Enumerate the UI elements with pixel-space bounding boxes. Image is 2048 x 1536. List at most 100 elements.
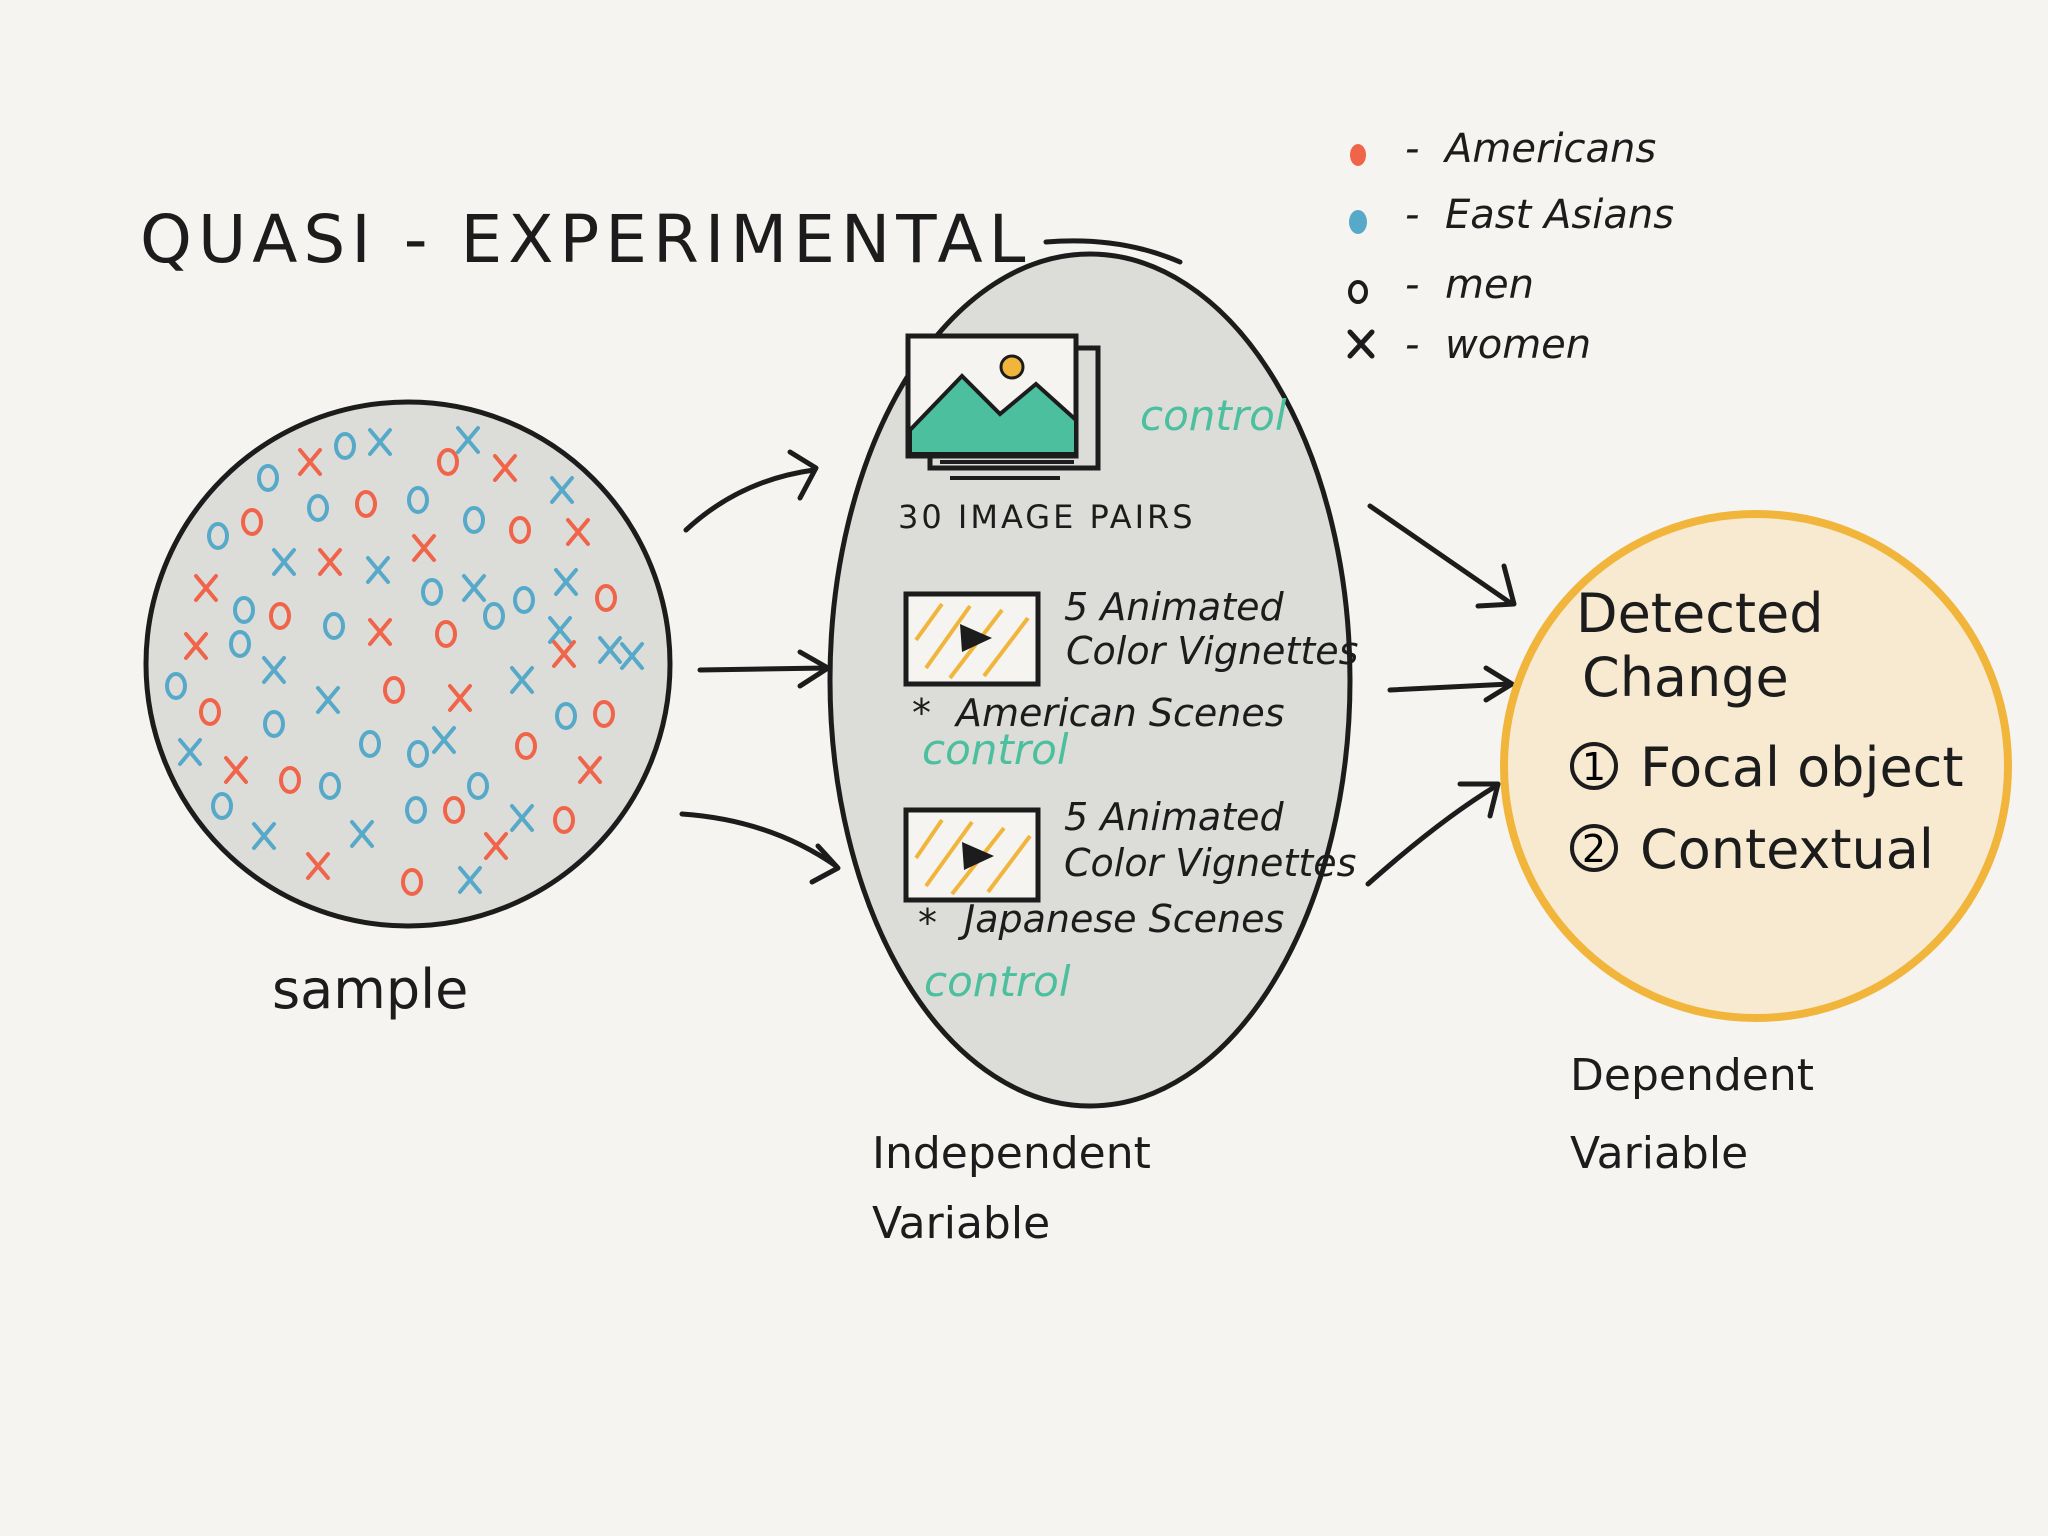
legend-sep-1: - — [1405, 126, 1419, 172]
number-2: 2 — [1582, 827, 1606, 871]
arrowhead-sample-top — [787, 449, 819, 501]
number-badge-2 — [1570, 824, 1618, 872]
independent-label-line2: Variable — [872, 1198, 1050, 1249]
sample-x-mark — [252, 822, 276, 850]
control-label-2: control — [922, 725, 1069, 774]
sample-x-mark — [272, 548, 296, 576]
dependent-label-line2: Variable — [1570, 1128, 1748, 1179]
arrows-iv-to-dv — [1365, 503, 1517, 887]
arrow-iv-top — [1367, 503, 1515, 607]
sample-x-mark — [432, 726, 456, 754]
arrow-sample-bottom — [679, 811, 839, 869]
video-icon-american — [903, 591, 1041, 687]
vignettes-japanese-line1: 5 Animated — [1064, 795, 1284, 839]
sample-circle-mark — [483, 602, 505, 630]
sample-x-mark — [224, 756, 248, 784]
legend-east-asians-dot — [1349, 210, 1367, 234]
sample-x-mark — [316, 686, 340, 714]
image-pairs-icon — [905, 333, 1101, 480]
arrowhead-sample-bottom — [809, 843, 841, 885]
dependent-label-line1: Dependent — [1570, 1050, 1814, 1101]
bullet-marker-american: * — [912, 691, 931, 735]
control-label-3: control — [924, 957, 1071, 1006]
sample-x-mark — [318, 548, 342, 576]
sample-circle-mark — [435, 620, 457, 648]
sample-circle-mark — [199, 698, 221, 726]
legend-sep-3: - — [1405, 262, 1419, 308]
sample-x-mark — [456, 426, 480, 454]
sample-circle — [143, 399, 673, 929]
sample-x-mark — [368, 618, 392, 646]
sun-icon — [999, 354, 1025, 380]
sample-circle-mark — [401, 868, 423, 896]
number-badge-1 — [1570, 742, 1618, 790]
arrowhead-iv-bottom — [1457, 781, 1501, 819]
arrow-sample-top — [683, 467, 817, 533]
sample-circle-mark — [263, 710, 285, 738]
sample-circle-mark — [421, 578, 443, 606]
legend-label-women: women — [1445, 322, 1591, 368]
sample-x-mark — [578, 756, 602, 784]
sample-x-mark — [548, 616, 572, 644]
vignettes-american-line2: Color Vignettes — [1066, 629, 1358, 673]
sample-x-mark — [566, 518, 590, 546]
sample-x-mark — [350, 820, 374, 848]
sample-circle-mark — [229, 630, 251, 658]
sample-circle-mark — [513, 586, 535, 614]
sample-circle-mark — [407, 486, 429, 514]
sample-circle-mark — [359, 730, 381, 758]
detected-change-line1: Detected — [1576, 582, 1824, 645]
sample-x-mark — [368, 428, 392, 456]
sample-label: sample — [272, 958, 468, 1021]
legend-label-americans: Americans — [1442, 126, 1656, 172]
vignettes-japanese-line2: Color Vignettes — [1064, 841, 1356, 885]
sample-circle-mark — [595, 584, 617, 612]
focal-object-label: Focal object — [1640, 736, 1964, 799]
arrow-sample-mid — [697, 665, 829, 673]
sample-x-mark — [298, 448, 322, 476]
play-icon-american — [960, 624, 992, 652]
detected-change-line2: Change — [1582, 646, 1789, 709]
sample-circle-mark — [463, 506, 485, 534]
sample-x-mark — [552, 640, 576, 668]
number-1: 1 — [1582, 745, 1606, 789]
sample-x-mark — [184, 632, 208, 660]
sample-x-mark — [620, 642, 644, 670]
sample-circle-mark — [319, 772, 341, 800]
play-icon-japanese — [962, 842, 994, 870]
sample-circle-mark — [355, 490, 377, 518]
sample-circle-mark — [467, 772, 489, 800]
sample-circle-mark — [383, 676, 405, 704]
sample-circle-mark — [207, 522, 229, 550]
legend-americans-dot — [1350, 144, 1366, 166]
control-label-1: control — [1140, 391, 1287, 440]
sample-circle-mark — [233, 596, 255, 624]
sample-circle-mark — [165, 672, 187, 700]
sample-x-mark — [458, 866, 482, 894]
legend-women-symbol — [1347, 329, 1375, 359]
american-scenes-label: American Scenes — [953, 691, 1285, 735]
sample-x-mark — [550, 476, 574, 504]
legend-label-men: men — [1445, 262, 1534, 308]
sample-circle-mark — [407, 740, 429, 768]
sample-circle-mark — [334, 432, 356, 460]
sample-circle-mark — [437, 448, 459, 476]
legend: - Americans - East Asians - men - women — [1347, 126, 1674, 368]
arrow-iv-mid — [1387, 681, 1513, 693]
sample-x-mark — [262, 656, 286, 684]
legend-sep-2: - — [1405, 192, 1419, 238]
sample-circle-mark — [405, 796, 427, 824]
arrow-iv-bottom — [1365, 783, 1499, 887]
sample-circle-mark — [323, 612, 345, 640]
image-pairs-label: 30 IMAGE PAIRS — [898, 498, 1196, 536]
sample-x-mark — [484, 832, 508, 860]
arrowhead-iv-mid — [1483, 665, 1515, 703]
arrowhead-iv-top — [1475, 563, 1517, 609]
sample-x-mark — [462, 574, 486, 602]
sample-x-mark — [510, 804, 534, 832]
independent-ellipse-overdraw — [1043, 238, 1183, 265]
sample-circle-mark — [593, 700, 615, 728]
sample-x-mark — [194, 574, 218, 602]
video-icon-japanese — [903, 807, 1041, 903]
sample-circle-mark — [443, 796, 465, 824]
